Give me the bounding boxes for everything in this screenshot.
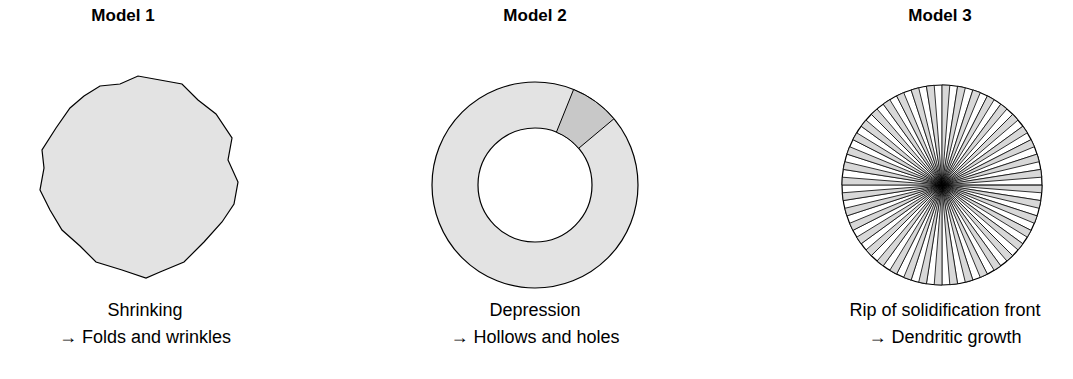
dendrite-spike — [942, 185, 958, 285]
model-caption: Shrinking — [107, 300, 182, 321]
dendrite-spike — [926, 85, 942, 185]
model-title: Model 2 — [503, 6, 566, 26]
model-result: → Folds and wrinkles — [59, 327, 231, 348]
hole-wedge — [556, 90, 614, 149]
dendrite-spike — [942, 169, 1042, 185]
model-title: Model 1 — [91, 6, 154, 26]
model-result: → Dendritic growth — [868, 327, 1021, 348]
dendrite-line — [926, 86, 942, 185]
dendrite-spike — [842, 185, 942, 201]
model-caption: Rip of solidification front — [849, 300, 1040, 321]
dendrite-line — [942, 185, 1042, 186]
model-result: → Hollows and holes — [450, 327, 619, 348]
dendrite-spikes — [842, 85, 1042, 285]
dendritic-particle — [842, 85, 1042, 285]
hollow-particle — [432, 82, 638, 288]
dendrite-line — [942, 169, 1041, 185]
model-title: Model 3 — [908, 6, 971, 26]
dendrite-line — [942, 185, 958, 284]
model-caption: Depression — [489, 300, 580, 321]
shrunken-particle — [40, 76, 238, 278]
dendrite-line — [843, 185, 942, 201]
